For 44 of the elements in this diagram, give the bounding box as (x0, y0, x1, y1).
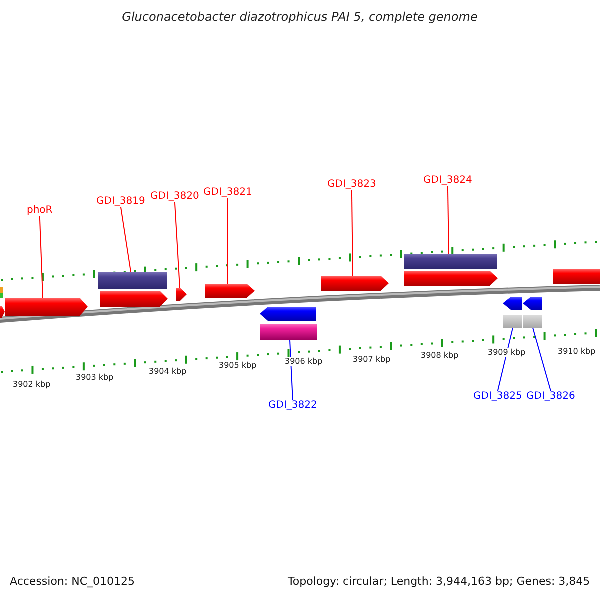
feature-bar (553, 269, 600, 284)
gene-label: GDI_3822 (268, 400, 318, 411)
gene-label: GDI_3819 (96, 196, 146, 207)
leader-line (120, 206, 132, 272)
gene-label: phoR (27, 205, 53, 216)
feature-bar (503, 315, 522, 328)
footer-text: Topology: circular; Length: 3,944,163 bp; Genes: 3,845 (288, 575, 590, 588)
gene-block (503, 297, 522, 310)
scale-label: 3904 kbp (149, 367, 187, 376)
gene-label: GDI_3820 (150, 191, 200, 202)
leader-line (351, 190, 354, 276)
footer-text: Accession: NC_010125 (10, 575, 136, 588)
feature-bar (98, 272, 167, 289)
leader-line (447, 186, 450, 254)
leader-line (497, 328, 514, 392)
gene-block (321, 276, 389, 291)
leader-line (39, 216, 44, 298)
gene-block (205, 284, 255, 298)
leader-line (532, 328, 552, 392)
gene-block (523, 297, 542, 310)
scale-label: 3905 kbp (219, 361, 257, 370)
scale-label: 3907 kbp (353, 355, 391, 364)
feature-bar (523, 315, 542, 328)
gene-block (260, 307, 316, 321)
scale-label: 3906 kbp (285, 357, 323, 366)
gene-label: GDI_3825 (474, 391, 522, 402)
gene-label: GDI_3826 (526, 391, 576, 402)
gene-label: GDI_3824 (424, 175, 472, 186)
scale-label: 3909 kbp (488, 348, 526, 357)
leader-line (290, 340, 294, 400)
gene-label: GDI_3821 (204, 187, 252, 198)
scale-label: 3910 kbp (558, 347, 596, 356)
gene-label: GDI_3823 (328, 179, 376, 190)
gene-block (404, 271, 498, 286)
leader-line (174, 202, 180, 288)
leader-line (227, 198, 228, 284)
feature-bar (404, 254, 497, 269)
scale-label: 3908 kbp (421, 351, 459, 360)
gene-block (176, 288, 187, 301)
scale-label: 3902 kbp (13, 380, 51, 389)
gene-block (100, 291, 168, 307)
feature-bar (260, 324, 317, 340)
scale-label: 3903 kbp (76, 373, 114, 382)
diagram-title: Gluconacetobacter diazotrophicus PAI 5, complete genome (121, 10, 479, 24)
